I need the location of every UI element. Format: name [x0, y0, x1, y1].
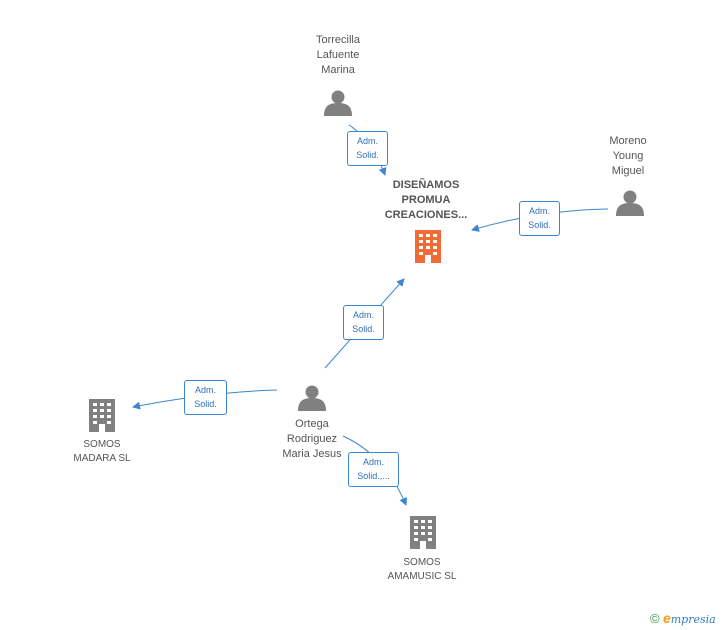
relation-badge-torrecilla[interactable]: Adm. Solid.: [347, 131, 388, 166]
relation-badge-moreno[interactable]: Adm. Solid.: [519, 201, 560, 236]
copyright-symbol: ©: [650, 611, 660, 626]
building-icon-somos-amamusic[interactable]: [410, 516, 436, 549]
node-label-somos-madara[interactable]: SOMOS MADARA SL: [73, 439, 131, 464]
node-label-moreno[interactable]: Moreno Young Miguel: [609, 135, 647, 177]
node-label-somos-amamusic[interactable]: SOMOS AMAMUSIC SL: [387, 557, 457, 582]
logo-e: e: [662, 610, 671, 626]
person-icon-moreno[interactable]: [616, 190, 644, 217]
relation-badge-ortega-amamusic[interactable]: Adm. Solid.,...: [348, 452, 399, 487]
person-icon-torrecilla[interactable]: [324, 90, 352, 117]
logo-text: mpresia: [670, 613, 716, 626]
node-label-torrecilla[interactable]: Torrecilla Lafuente Marina: [315, 34, 360, 76]
building-icon-somos-madara[interactable]: [89, 399, 115, 432]
node-label-disenamos[interactable]: DISEÑAMOS PROMUA CREACIONES...: [384, 179, 468, 221]
empresia-logo[interactable]: © empresia: [650, 610, 716, 626]
relation-badge-ortega-madara[interactable]: Adm. Solid.: [184, 380, 227, 415]
node-label-ortega[interactable]: Ortega Rodriguez Maria Jesus: [282, 418, 342, 460]
building-icon-disenamos[interactable]: [415, 230, 441, 263]
person-icon-ortega[interactable]: [298, 385, 326, 412]
relation-badge-ortega-disenamos[interactable]: Adm. Solid.: [343, 305, 384, 340]
